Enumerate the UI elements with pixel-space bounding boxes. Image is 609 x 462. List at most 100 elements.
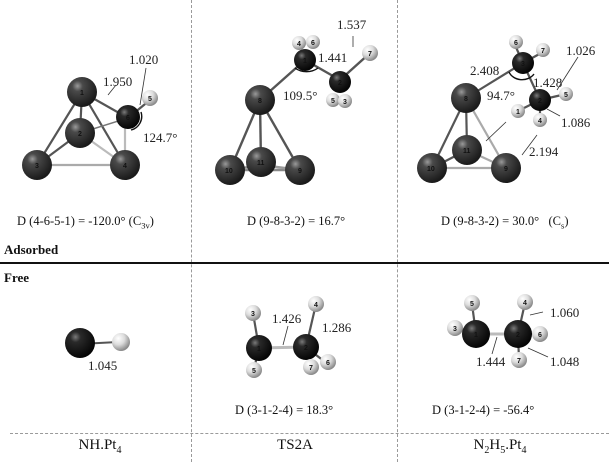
svg-text:6: 6 (514, 40, 518, 47)
svg-text:1.441: 1.441 (318, 50, 347, 65)
svg-text:1: 1 (516, 109, 520, 116)
svg-text:4: 4 (123, 163, 127, 170)
svg-text:1.286: 1.286 (322, 320, 352, 335)
title-row-divider (10, 433, 609, 434)
svg-text:2.194: 2.194 (529, 144, 559, 159)
pt-atom (452, 135, 482, 165)
svg-text:1.537: 1.537 (337, 17, 367, 32)
svg-text:1.045: 1.045 (88, 358, 117, 373)
svg-text:7: 7 (309, 365, 313, 372)
h-atom (308, 296, 324, 312)
svg-text:5: 5 (252, 368, 256, 375)
h-atom (362, 45, 378, 61)
pt-atom (110, 150, 140, 180)
dihedral-n2h5-free: D (3-1-2-4) = -56.4° (432, 403, 535, 417)
svg-text:9: 9 (298, 168, 302, 175)
nh-pt4-adsorbed-structure: 1 2 3 4 5 6 1.950 1.020 124.7° (22, 52, 177, 180)
h-atom (338, 94, 352, 108)
n-atom (504, 320, 532, 348)
n-atom (294, 49, 316, 71)
svg-text:124.7°: 124.7° (143, 130, 177, 145)
h-atom (142, 90, 158, 106)
svg-text:8: 8 (258, 98, 262, 105)
pt-atom (246, 147, 276, 177)
h-atom (303, 359, 319, 375)
svg-text:4: 4 (538, 118, 542, 125)
svg-text:1.026: 1.026 (566, 43, 596, 58)
h-atom (112, 333, 130, 351)
n-atom (529, 89, 551, 111)
pt-atom (285, 155, 315, 185)
svg-text:2: 2 (538, 98, 542, 105)
n-atom (462, 320, 490, 348)
svg-text:2: 2 (304, 345, 308, 352)
h-atom (464, 295, 480, 311)
svg-text:1: 1 (303, 58, 307, 65)
svg-text:3: 3 (453, 326, 457, 333)
svg-text:2: 2 (78, 131, 82, 138)
h-atom (306, 35, 320, 49)
free-label: Free (4, 270, 30, 285)
h-atom (559, 87, 573, 101)
column-divider (191, 0, 192, 462)
pt-atom (245, 85, 275, 115)
svg-text:3: 3 (521, 61, 525, 68)
svg-text:6: 6 (326, 360, 330, 367)
svg-text:7: 7 (541, 48, 545, 55)
h-atom (511, 352, 527, 368)
svg-text:5: 5 (564, 92, 568, 99)
h-atom (246, 362, 262, 378)
svg-text:11: 11 (463, 148, 471, 155)
pt-atom (65, 118, 95, 148)
dihedral-ts2a-free: D (3-1-2-4) = 18.3° (235, 403, 334, 417)
svg-text:3: 3 (35, 163, 39, 170)
svg-text:10: 10 (225, 168, 233, 175)
svg-text:1.060: 1.060 (550, 305, 579, 320)
svg-text:9: 9 (504, 166, 508, 173)
svg-text:8: 8 (464, 96, 468, 103)
n2h5-free-structure: 1 2 3 4 5 6 7 1.060 1.444 1.048 (447, 294, 579, 369)
h-atom (320, 354, 336, 370)
svg-text:2: 2 (338, 80, 342, 87)
svg-text:109.5°: 109.5° (283, 88, 317, 103)
h-atom (511, 104, 525, 118)
column-divider (397, 0, 398, 462)
h-atom (292, 36, 306, 50)
svg-text:1.020: 1.020 (129, 52, 158, 67)
svg-text:4: 4 (297, 41, 301, 48)
svg-text:2: 2 (516, 332, 520, 339)
dihedral-ts2a-adsorbed: D (9-8-3-2) = 16.7° (247, 214, 346, 228)
pt-atom (22, 150, 52, 180)
h-atom (326, 93, 340, 107)
svg-text:1: 1 (80, 90, 84, 97)
pt-atom (67, 77, 97, 107)
svg-text:1.086: 1.086 (561, 115, 591, 130)
ts2a-adsorbed-structure: 1 2 3 4 5 6 7 8 9 10 11 1.537 1.441 109.… (215, 17, 378, 185)
pt-atom (491, 153, 521, 183)
n-atom (65, 328, 95, 358)
svg-text:6: 6 (538, 332, 542, 339)
n-atom (246, 335, 272, 361)
n-atom (116, 105, 140, 129)
svg-text:1.428: 1.428 (533, 75, 562, 90)
svg-text:7: 7 (517, 358, 521, 365)
column-title-ts2a: TS2A (277, 437, 313, 453)
h-atom (447, 320, 463, 336)
svg-text:1.426: 1.426 (272, 311, 302, 326)
svg-text:1.048: 1.048 (550, 354, 579, 369)
h-atom (536, 43, 550, 57)
h-atom (517, 294, 533, 310)
svg-text:5: 5 (470, 301, 474, 308)
svg-text:3: 3 (343, 99, 347, 106)
svg-text:4: 4 (523, 300, 527, 307)
pt-atom (215, 155, 245, 185)
n-atom (293, 334, 319, 360)
svg-text:6: 6 (311, 40, 315, 47)
svg-text:94.7°: 94.7° (487, 88, 515, 103)
dihedral-nh-pt4-adsorbed: D (4-6-5-1) = -120.0° (C3v) (17, 214, 154, 231)
column-title-n2h5-pt4: N2H5.Pt4 (473, 437, 527, 456)
svg-text:1.444: 1.444 (476, 354, 506, 369)
svg-text:11: 11 (257, 160, 265, 167)
h-atom (532, 326, 548, 342)
